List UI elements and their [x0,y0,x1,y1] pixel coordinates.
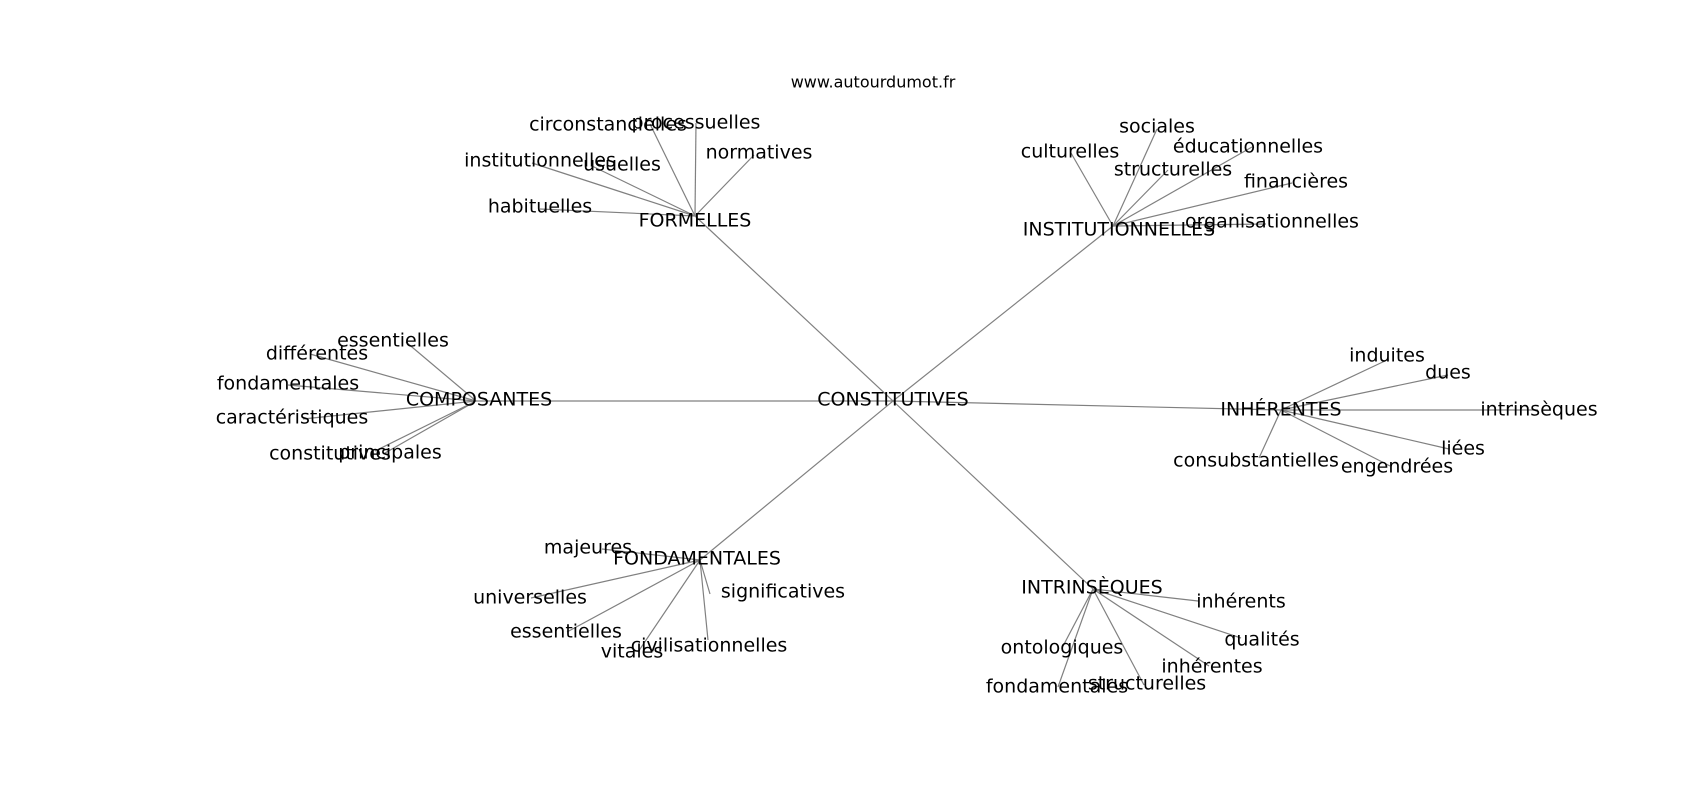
edge-group-to-word [591,165,696,217]
edge-group-to-word [1280,409,1450,450]
word-node-label[interactable]: significatives [721,581,845,603]
edge-group-to-word [1061,588,1094,649]
edge-group-to-word [699,559,711,595]
edge-group-to-word [694,154,755,217]
edge-group-to-word [601,548,701,561]
edge-center-to-group [892,225,1114,402]
edge-group-to-word [1280,374,1449,411]
edge-group-to-word [1258,409,1282,459]
word-node-label[interactable]: ontologiques [1001,637,1124,659]
word-node-label[interactable]: civilisationnelles [631,635,788,657]
word-node-label[interactable]: culturelles [1021,141,1120,163]
edge-group-to-word [1070,152,1114,227]
word-node-label[interactable]: sociales [1119,116,1195,138]
edge-center-to-group [892,400,1094,590]
edge-group-to-word [1280,409,1391,467]
edge-group-to-word [1112,182,1293,227]
edge-center-to-group [892,400,1282,411]
word-node-label[interactable]: financières [1244,171,1348,193]
word-node-label[interactable]: induites [1349,345,1425,367]
edge-group-to-word [637,559,701,653]
center-node-label[interactable]: CONSTITUTIVES [817,389,969,411]
word-node-label[interactable]: vitales [601,641,663,663]
word-node-label[interactable]: liées [1441,438,1485,460]
edge-group-to-word [1112,128,1158,227]
word-node-label[interactable]: engendrées [1341,456,1453,478]
word-node-label[interactable]: processuelles [632,112,761,134]
word-node-label[interactable]: constitutives [269,443,391,465]
edge-group-to-word [287,384,477,402]
word-node-label[interactable]: structurelles [1114,159,1232,181]
group-node-label[interactable]: INHÉRENTES [1220,398,1341,421]
edge-group-to-word [309,353,477,402]
group-node-label[interactable]: COMPOSANTES [406,389,552,411]
word-node-label[interactable]: universelles [473,587,587,609]
word-node-label[interactable]: normatives [706,142,813,164]
edge-group-to-word [302,400,477,420]
edge-group-to-word [1280,359,1388,411]
source-url[interactable]: www.autourdumot.fr [791,73,956,92]
edge-group-to-word [649,123,696,217]
edge-group-to-word [1092,588,1145,686]
edge-group-to-word [1092,588,1242,639]
word-node-label[interactable]: éducationnelles [1173,136,1323,158]
edge-center-to-group [694,215,894,402]
edge-group-to-word [1092,588,1199,602]
word-node-label[interactable]: principales [338,442,442,464]
word-node-label[interactable]: inhérents [1196,591,1286,613]
edge-group-to-word [1112,223,1267,227]
word-node-label[interactable]: structurelles [1088,673,1206,695]
group-node-label[interactable]: FORMELLES [639,210,752,232]
edge-group-to-word [699,559,709,641]
word-node-label[interactable]: inhérentes [1161,656,1262,678]
word-node-label[interactable]: circonstancielles [529,114,687,136]
word-node-label[interactable]: usuelles [583,154,661,176]
edge-group-to-word [1092,588,1210,667]
word-node-label[interactable]: essentielles [510,621,622,643]
edge-group-to-word [405,341,477,402]
word-node-label[interactable]: consubstantielles [1173,450,1339,472]
edge-group-to-word [1057,588,1094,688]
word-node-label[interactable]: essentielles [337,330,449,352]
edge-group-to-word [384,400,477,454]
word-node-label[interactable]: fondamentales [986,676,1128,698]
word-node-label[interactable]: différentes [266,343,368,365]
edge-group-to-word [1112,146,1253,227]
labels: www.autourdumot.fr CONSTITUTIVES FORMELLE… [216,73,1598,698]
word-node-label[interactable]: habituelles [488,196,592,218]
group-node-label[interactable]: INSTITUTIONNELLES [1023,219,1215,241]
group-node-label[interactable]: INTRINSÈQUES [1021,576,1162,599]
word-node-label[interactable]: fondamentales [217,373,359,395]
word-node-label[interactable]: caractéristiques [216,407,369,429]
word-node-label[interactable]: qualités [1224,629,1299,651]
edge-group-to-word [1112,169,1169,227]
edge-group-to-word [374,400,477,452]
edge-group-to-word [539,208,696,217]
word-node-label[interactable]: intrinsèques [1480,399,1597,421]
edge-center-to-group [699,400,894,561]
edge-group-to-word [530,559,701,599]
word-node-label[interactable]: dues [1425,362,1471,384]
edge-group-to-word [531,162,696,217]
edges [287,122,1538,688]
edge-group-to-word [566,559,701,633]
group-node-label[interactable]: FONDAMENTALES [613,548,781,570]
edge-group-to-word [694,122,697,217]
word-node-label[interactable]: institutionnelles [464,150,616,172]
word-node-label[interactable]: majeures [544,537,632,559]
word-node-label[interactable]: organisationnelles [1185,211,1359,233]
